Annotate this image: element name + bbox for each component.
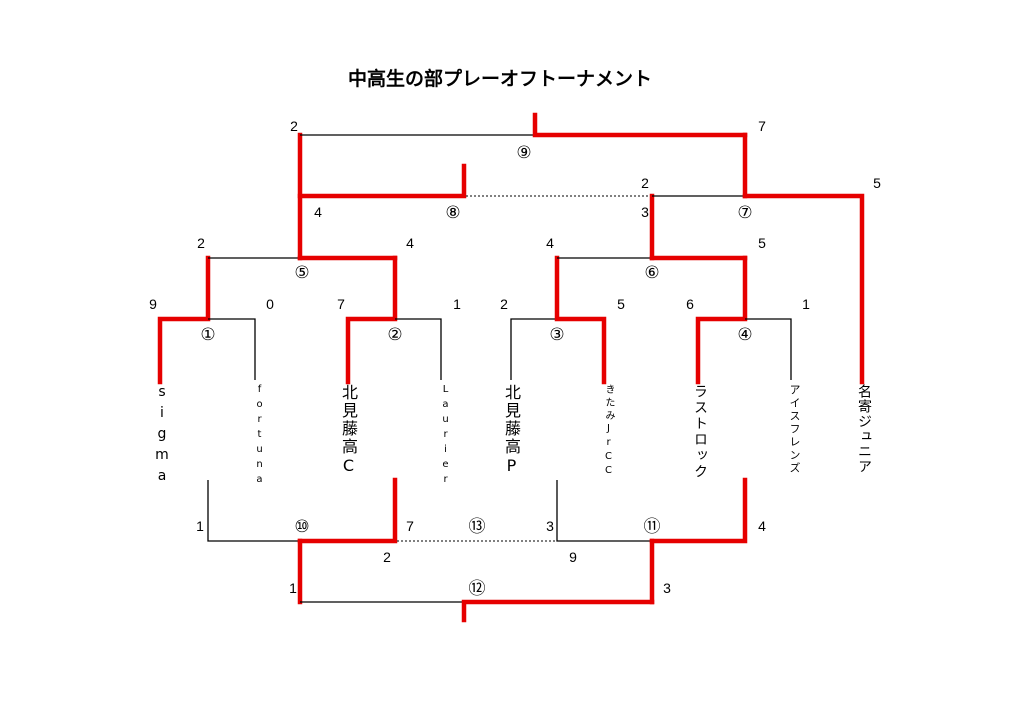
- score: 3: [546, 518, 554, 534]
- team-last-rock: ラストロック: [692, 384, 708, 480]
- match-6-lines: [557, 193, 748, 261]
- match-label-3: ③: [549, 325, 564, 345]
- match-label-10: ⑩: [294, 517, 309, 537]
- score: 1: [289, 580, 297, 596]
- team-nayoro-junior: 名寄ジュニア: [856, 384, 872, 474]
- score: 1: [453, 296, 461, 312]
- match-label-9: ⑨: [516, 143, 531, 163]
- match-label-11: ⑪: [644, 517, 661, 537]
- score: 5: [758, 235, 766, 251]
- page-title: 中高生の部プレーオフトーナメント: [347, 68, 652, 90]
- score: 1: [802, 296, 810, 312]
- match-7-lines: [652, 132, 865, 385]
- team-fortuna: fortuna: [254, 384, 265, 489]
- score: 5: [617, 296, 625, 312]
- score: 2: [290, 118, 298, 134]
- score: 3: [641, 204, 649, 220]
- match-label-4: ④: [737, 325, 752, 345]
- match-label-2: ②: [387, 325, 402, 345]
- team-kitami-fujiko-c: 北見藤高C: [339, 384, 358, 477]
- score: 2: [197, 235, 205, 251]
- score: 4: [546, 235, 554, 251]
- match-11-lines: [556, 477, 748, 605]
- match-label-1: ①: [200, 325, 215, 345]
- score: 6: [686, 296, 694, 312]
- match-1-lines: [157, 255, 256, 385]
- match-12-lines: [300, 599, 655, 623]
- score: 7: [337, 296, 345, 312]
- score: 7: [406, 518, 414, 534]
- match-label-8: ⑧: [445, 203, 460, 223]
- score: 4: [406, 235, 414, 251]
- score: 4: [758, 518, 766, 534]
- match-9-lines: [300, 112, 748, 138]
- score: 5: [873, 175, 881, 191]
- match-label-13: ⑬: [469, 517, 486, 537]
- match-3-lines: [510, 255, 607, 385]
- score: 1: [196, 518, 204, 534]
- score: 2: [500, 296, 508, 312]
- match-label-12: ⑫: [469, 579, 486, 599]
- team-sigma: sigma: [154, 384, 170, 489]
- match-8-lines: [297, 163, 650, 199]
- score: 0: [266, 296, 274, 312]
- match-4-lines: [695, 255, 792, 385]
- score: 2: [383, 549, 391, 565]
- score: 2: [641, 175, 649, 191]
- team-kitami-fujiko-p: 北見藤高P: [502, 384, 521, 477]
- team-ice-friends: アイスフレンズ: [788, 384, 801, 475]
- match-label-5: ⑤: [294, 263, 309, 283]
- score: 9: [569, 549, 577, 565]
- score: 9: [149, 296, 157, 312]
- match-2-lines: [345, 255, 442, 385]
- team-kitami-jrcc: きたみJrCC: [603, 384, 614, 479]
- score: 3: [663, 580, 671, 596]
- match-label-6: ⑥: [644, 263, 659, 283]
- match-10-lines: [207, 477, 398, 605]
- score: 7: [758, 118, 766, 134]
- match-label-7: ⑦: [737, 203, 752, 223]
- score: 4: [314, 204, 322, 220]
- team-laurier: Laurier: [440, 384, 451, 489]
